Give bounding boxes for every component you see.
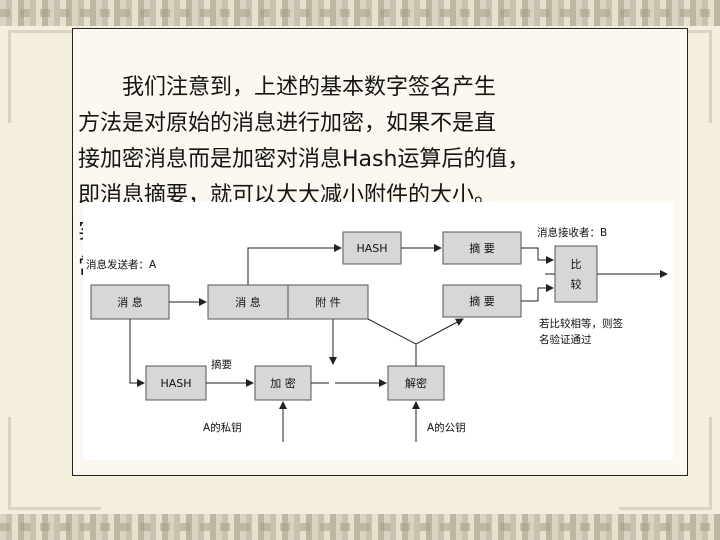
- arrow-message-to-hash: [129, 319, 145, 387]
- arrow-message-to-receiver-hash: [247, 244, 342, 285]
- corner-ornament-top-left: [8, 30, 101, 123]
- compare-label-line1: 比: [571, 258, 582, 271]
- decrypt-box: 解密: [387, 365, 445, 401]
- decorative-border-bottom: [0, 514, 720, 540]
- hash-signature-diagram: 消息发送者：A 消息接收者：B 消 息 消 息 附 件 HASH 加 密 解密 …: [83, 202, 673, 460]
- decorative-border-top: [0, 0, 720, 26]
- digest-top-box: 摘 要: [442, 231, 522, 265]
- arrow-decrypt-to-digest: [415, 318, 464, 366]
- digest-label: 摘要: [211, 358, 232, 371]
- sender-label: 消息发送者：A: [86, 258, 157, 271]
- encrypt-label: 加 密: [270, 376, 296, 390]
- compare-box: 比 较: [554, 245, 598, 303]
- arrow-digest-top-to-compare: [521, 247, 554, 264]
- sender-hash-box: HASH: [145, 365, 207, 401]
- result-label-line2: 名验证通过: [539, 333, 592, 346]
- digest-top-label: 摘 要: [469, 241, 495, 255]
- receiver-label: 消息接收者：B: [537, 226, 607, 239]
- receiver-hash-box: HASH: [342, 231, 402, 265]
- message-box-label: 消 息: [117, 295, 143, 309]
- corner-ornament-bottom-left: [8, 417, 101, 510]
- receiver-hash-label: HASH: [356, 242, 387, 255]
- private-key-label: A的私钥: [203, 421, 242, 434]
- arrow-digest-bottom-to-compare: [521, 284, 554, 302]
- message-attachment-box: 消 息 附 件: [207, 284, 369, 320]
- message2-box-label: 消 息: [235, 295, 261, 309]
- sender-hash-label: HASH: [160, 377, 191, 390]
- decrypt-label: 解密: [405, 376, 427, 390]
- attachment-box-label: 附 件: [315, 295, 341, 309]
- result-label-line1: 若比较相等，则签: [539, 317, 623, 330]
- encrypt-box: 加 密: [254, 365, 312, 401]
- public-key-label: A的公钥: [427, 421, 466, 434]
- line-decrypt-up-left: [367, 318, 417, 366]
- diagram-svg: 消息发送者：A 消息接收者：B 消 息 消 息 附 件 HASH 加 密 解密 …: [86, 226, 668, 442]
- message-box: 消 息: [90, 284, 170, 320]
- digest-bottom-box: 摘 要: [442, 284, 522, 318]
- digest-bottom-label: 摘 要: [469, 294, 495, 308]
- corner-ornament-bottom-right: [619, 417, 712, 510]
- compare-label-line2: 较: [571, 277, 582, 291]
